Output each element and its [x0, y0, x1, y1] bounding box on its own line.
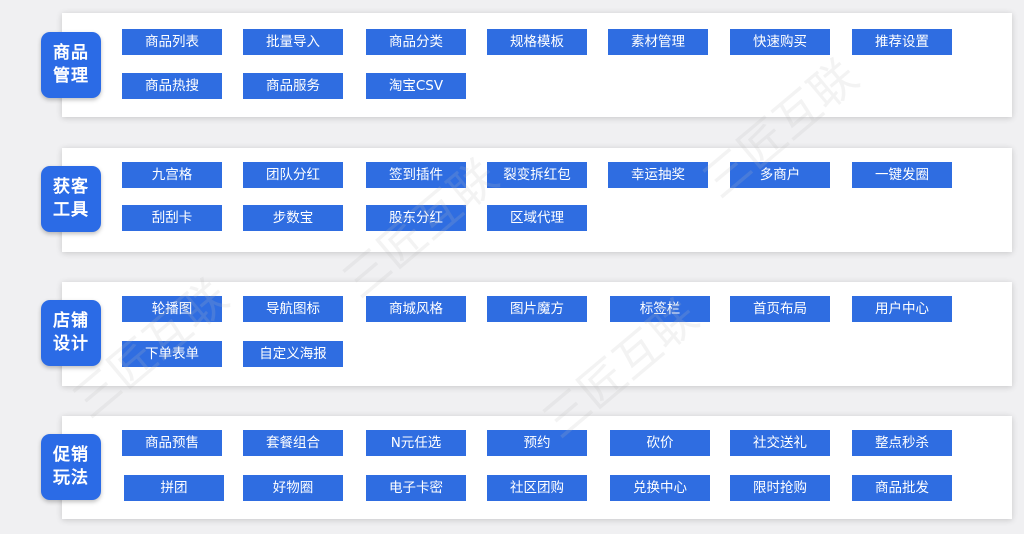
feature-button[interactable]: 好物圈	[243, 475, 343, 501]
feature-button[interactable]: 整点秒杀	[852, 430, 952, 456]
section-label-line: 获客	[53, 177, 89, 197]
feature-button[interactable]: 批量导入	[243, 29, 343, 55]
feature-button[interactable]: 签到插件	[366, 162, 466, 188]
feature-button[interactable]: 商品预售	[122, 430, 222, 456]
feature-button[interactable]: 区域代理	[487, 205, 587, 231]
section-label-store-design: 店铺 设计	[41, 300, 101, 366]
feature-button[interactable]: 首页布局	[730, 296, 830, 322]
section-label-line: 商品	[53, 43, 89, 63]
section-label-line: 玩法	[53, 468, 89, 488]
feature-button[interactable]: 股东分红	[366, 205, 466, 231]
feature-button[interactable]: 商品分类	[366, 29, 466, 55]
feature-button[interactable]: 导航图标	[243, 296, 343, 322]
feature-button[interactable]: 标签栏	[610, 296, 710, 322]
feature-button[interactable]: 商品列表	[122, 29, 222, 55]
section-label-promotions: 促销 玩法	[41, 434, 101, 500]
feature-button[interactable]: 素材管理	[608, 29, 708, 55]
feature-button[interactable]: 快速购买	[730, 29, 830, 55]
feature-button[interactable]: 九宫格	[122, 162, 222, 188]
section-label-line: 设计	[53, 334, 89, 354]
feature-button[interactable]: 用户中心	[852, 296, 952, 322]
feature-button[interactable]: 推荐设置	[852, 29, 952, 55]
feature-button[interactable]: 多商户	[730, 162, 830, 188]
section-label-line: 管理	[53, 66, 89, 86]
feature-button[interactable]: 自定义海报	[243, 341, 343, 367]
feature-button[interactable]: 商城风格	[366, 296, 466, 322]
feature-button[interactable]: 预约	[487, 430, 587, 456]
feature-button[interactable]: 刮刮卡	[122, 205, 222, 231]
feature-button[interactable]: 兑换中心	[610, 475, 710, 501]
section-label-line: 促销	[53, 445, 89, 465]
feature-button[interactable]: 套餐组合	[243, 430, 343, 456]
section-label-acquisition-tools: 获客 工具	[41, 166, 101, 232]
feature-button[interactable]: 裂变拆红包	[487, 162, 587, 188]
feature-button[interactable]: 图片魔方	[487, 296, 587, 322]
feature-button[interactable]: 砍价	[610, 430, 710, 456]
section-label-product-management: 商品 管理	[41, 32, 101, 98]
section-label-line: 店铺	[53, 311, 89, 331]
section-label-line: 工具	[53, 200, 89, 220]
feature-button[interactable]: 淘宝CSV	[366, 73, 466, 99]
feature-button[interactable]: 轮播图	[122, 296, 222, 322]
feature-button[interactable]: 社交送礼	[730, 430, 830, 456]
feature-button[interactable]: 一键发圈	[852, 162, 952, 188]
feature-button[interactable]: 幸运抽奖	[608, 162, 708, 188]
feature-button[interactable]: 步数宝	[243, 205, 343, 231]
feature-button[interactable]: 限时抢购	[730, 475, 830, 501]
feature-button[interactable]: 团队分红	[243, 162, 343, 188]
feature-button[interactable]: 商品热搜	[122, 73, 222, 99]
feature-button[interactable]: N元任选	[366, 430, 466, 456]
feature-button[interactable]: 规格模板	[487, 29, 587, 55]
feature-button[interactable]: 下单表单	[122, 341, 222, 367]
feature-button[interactable]: 商品服务	[243, 73, 343, 99]
feature-button[interactable]: 商品批发	[852, 475, 952, 501]
feature-button[interactable]: 社区团购	[487, 475, 587, 501]
feature-button[interactable]: 拼团	[124, 475, 224, 501]
feature-button[interactable]: 电子卡密	[366, 475, 466, 501]
